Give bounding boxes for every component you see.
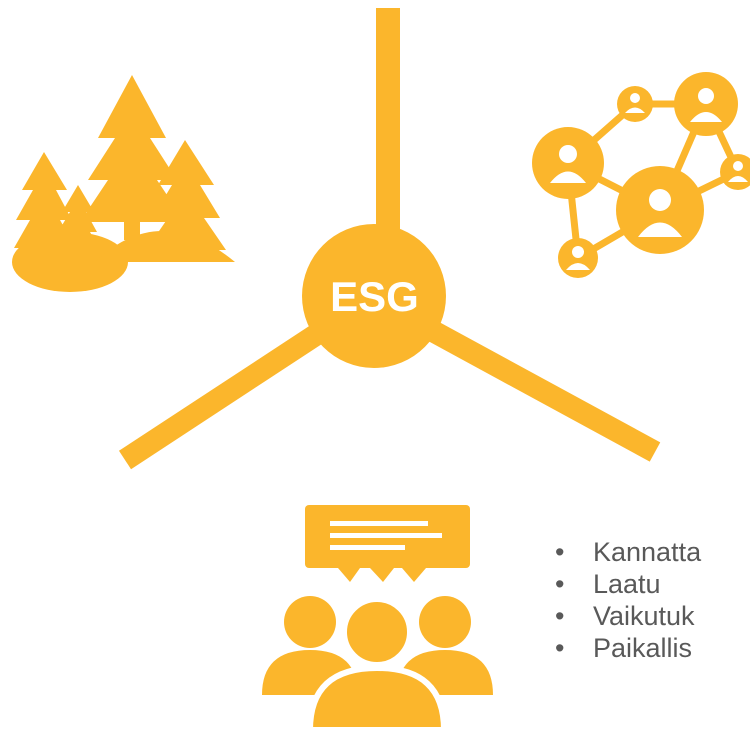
list-item: Kannatta	[555, 536, 701, 568]
esg-label: ESG	[330, 273, 419, 320]
people-network-icon	[532, 72, 750, 278]
meeting-discussion-icon	[262, 505, 493, 730]
forest-icon	[12, 75, 235, 292]
esg-hub-circle	[302, 224, 446, 368]
bullet-list: Kannatta Laatu Vaikutuk Paikallis	[555, 536, 701, 664]
list-item: Vaikutuk	[555, 600, 701, 632]
list-item: Laatu	[555, 568, 701, 600]
list-item: Paikallis	[555, 632, 701, 664]
